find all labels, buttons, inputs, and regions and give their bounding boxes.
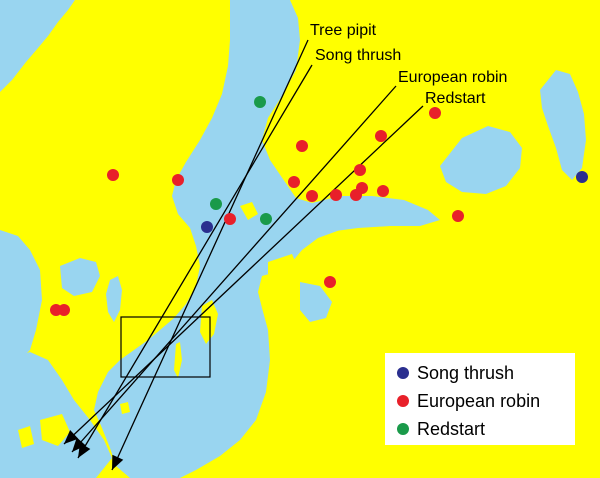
- oland-island: [174, 342, 182, 378]
- route-line-redstart: [63, 105, 424, 445]
- route-label-song-thrush: Song thrush: [315, 47, 402, 64]
- lake-vanern: [60, 258, 100, 296]
- recovery-point: [330, 189, 342, 201]
- recovery-point: [576, 171, 588, 183]
- recovery-point: [107, 169, 119, 181]
- recovery-point: [260, 213, 272, 225]
- recovery-point: [210, 198, 222, 210]
- route-arrowhead-european-robin: [72, 437, 86, 452]
- recovery-point: [201, 221, 213, 233]
- recovery-point: [306, 190, 318, 202]
- lake-onega: [540, 70, 586, 180]
- legend-label: European robin: [417, 390, 541, 411]
- legend-item-redstart: Redstart: [397, 415, 575, 443]
- recovery-point: [356, 182, 368, 194]
- recovery-point: [172, 174, 184, 186]
- skagerrak: [0, 230, 42, 362]
- route-arrowhead-redstart: [64, 430, 79, 444]
- funen-island: [18, 426, 34, 448]
- recovery-point: [375, 130, 387, 142]
- route-line-tree-pipit: [111, 39, 309, 471]
- route-line-song-thrush: [77, 64, 313, 459]
- migration-routes: [63, 39, 424, 471]
- route-label-tree-pipit: Tree pipit: [310, 22, 377, 39]
- legend-item-european-robin: European robin: [397, 387, 575, 415]
- legend-label: Song thrush: [417, 362, 515, 383]
- recovery-point: [58, 304, 70, 316]
- recovery-point: [452, 210, 464, 222]
- bornholm-island: [120, 402, 130, 414]
- legend-swatch: [397, 395, 409, 407]
- route-label-european-robin: European robin: [398, 69, 508, 86]
- legend-swatch: [397, 367, 409, 379]
- recovery-point: [324, 276, 336, 288]
- recovery-point: [224, 213, 236, 225]
- legend-swatch: [397, 423, 409, 435]
- recovery-point: [377, 185, 389, 197]
- recovery-point: [429, 107, 441, 119]
- lake-vattern: [106, 276, 122, 322]
- gulf-of-riga: [300, 282, 332, 322]
- recovery-point: [354, 164, 366, 176]
- legend-item-song-thrush: Song thrush: [397, 359, 575, 387]
- gulf-of-finland: [300, 196, 440, 234]
- saaremaa-island: [268, 254, 298, 276]
- route-label-redstart: Redstart: [425, 90, 486, 107]
- legend-label: Redstart: [417, 418, 486, 439]
- legend: Song thrush European robin Redstart: [385, 353, 575, 445]
- recovery-point: [254, 96, 266, 108]
- route-arrowhead-tree-pipit: [112, 454, 124, 470]
- lake-ladoga: [440, 126, 522, 194]
- norwegian-sea: [0, 0, 75, 92]
- study-area-box: [120, 316, 211, 378]
- aland-islands: [240, 202, 258, 220]
- zealand-island: [40, 414, 70, 446]
- recovery-points: [50, 96, 588, 316]
- recovery-point: [288, 176, 300, 188]
- route-line-european-robin: [71, 85, 397, 453]
- recovery-point: [296, 140, 308, 152]
